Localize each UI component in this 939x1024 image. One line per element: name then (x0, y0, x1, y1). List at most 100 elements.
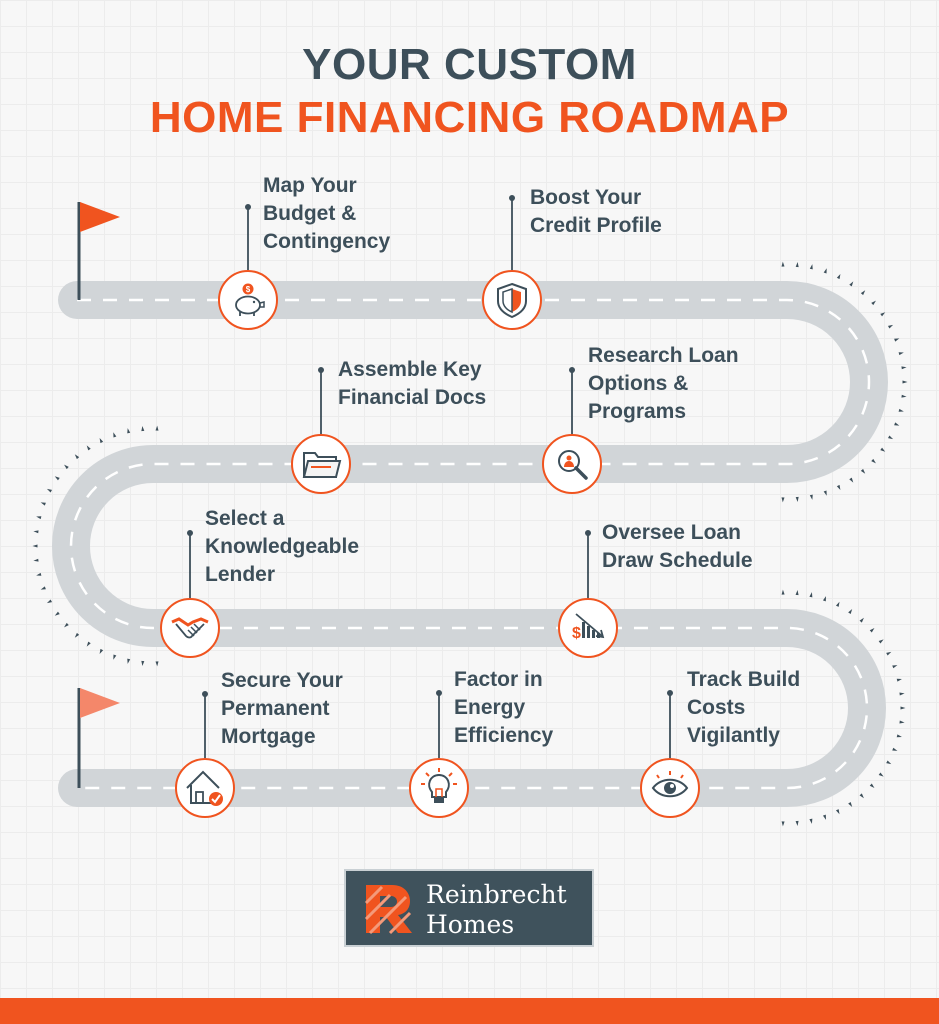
edge-tick (871, 300, 876, 306)
edge-tick (795, 262, 799, 268)
edge-tick (64, 622, 69, 628)
end-flag-fill (80, 688, 120, 718)
edge-tick (155, 661, 159, 667)
reinbrecht-homes-logo: Reinbrecht Homes (344, 869, 594, 947)
edge-tick (809, 818, 813, 824)
edge-tick (141, 660, 145, 666)
road-edge-ticks (32, 261, 908, 827)
edge-tick (871, 458, 876, 464)
road-center-dashes (69, 298, 871, 790)
edge-tick (899, 720, 905, 724)
step-node-3 (542, 434, 602, 494)
step-connector-dot (202, 691, 208, 697)
step-connector-dot (509, 195, 515, 201)
declining-chart-icon: $ (572, 613, 605, 642)
step-node-1: $ (218, 270, 278, 330)
lightbulb-icon (421, 768, 457, 803)
step-label-8: Factor in Energy Efficiency (454, 668, 554, 747)
step-connector-dot (436, 690, 442, 696)
step-label-4: Assemble Key Financial Docs (338, 358, 487, 409)
edge-tick (795, 820, 799, 826)
edge-tick (40, 502, 46, 506)
edge-tick (809, 494, 813, 500)
edge-tick (141, 426, 145, 432)
start-flag-icon (77, 202, 120, 300)
edge-tick (54, 611, 60, 616)
start-flag-fill (80, 202, 120, 232)
step-connector-dot (187, 530, 193, 536)
eye-icon (651, 771, 689, 798)
step-node-5 (160, 598, 220, 658)
edge-tick (64, 464, 69, 470)
edge-tick (795, 590, 799, 596)
step-node-7 (640, 758, 700, 818)
edge-tick (894, 338, 900, 342)
title-line-1: YOUR CUSTOM (302, 40, 637, 89)
edge-tick (99, 437, 104, 444)
edge-tick (860, 290, 866, 296)
edge-tick (86, 641, 91, 647)
edge-tick (835, 601, 840, 607)
edge-tick (86, 445, 91, 451)
step-node-8 (409, 758, 469, 818)
step-label-2: Boost Your Credit Profile (530, 186, 662, 237)
edge-tick (823, 490, 827, 496)
magnifier-money-icon (558, 450, 588, 480)
step-connector-dot (245, 204, 251, 210)
edge-tick (46, 488, 53, 493)
edge-tick (887, 435, 894, 440)
edge-tick (823, 268, 827, 274)
edge-tick (896, 734, 902, 738)
svg-text:$: $ (572, 625, 581, 642)
step-label-1: Map Your Budget & Contingency (263, 174, 391, 253)
step-node-2 (482, 270, 542, 330)
edge-tick (113, 432, 117, 438)
edge-tick (781, 589, 785, 595)
edge-tick (898, 352, 904, 356)
edge-tick (848, 801, 853, 807)
edge-tick (899, 692, 905, 696)
edge-tick (795, 496, 799, 502)
edge-tick (896, 678, 902, 682)
edge-tick (859, 793, 864, 799)
shield-icon (497, 282, 527, 319)
edge-tick (886, 760, 892, 765)
edge-tick (54, 476, 60, 481)
logo-line-2: Homes (426, 910, 515, 939)
edge-tick (880, 312, 886, 317)
edge-tick (894, 422, 900, 426)
edge-tick (849, 281, 854, 287)
edge-tick (869, 783, 875, 788)
edge-tick (36, 516, 42, 520)
step-connector-dot (569, 367, 575, 373)
edge-tick (869, 628, 875, 633)
logo-r-mark-icon (364, 885, 412, 935)
edge-tick (836, 484, 841, 491)
step-connector-dot (585, 530, 591, 536)
handshake-icon (171, 617, 209, 639)
edge-tick (848, 609, 853, 615)
step-connector-dot (667, 690, 673, 696)
edge-tick (127, 428, 131, 434)
edge-tick (113, 654, 117, 660)
piggy-bank-icon: $ (235, 283, 265, 316)
edge-tick (900, 706, 906, 710)
folder-icon (302, 452, 342, 478)
edge-tick (822, 814, 827, 820)
step-label-5: Select a Knowledgeable Lender (205, 507, 360, 586)
edge-tick (32, 544, 38, 548)
step-node-9 (175, 758, 235, 818)
step-node-4 (291, 434, 351, 494)
edge-tick (46, 599, 53, 604)
edge-tick (902, 380, 908, 384)
edge-tick (849, 477, 854, 483)
edge-tick (781, 261, 785, 267)
house-check-icon (186, 770, 223, 806)
edge-tick (860, 468, 866, 474)
edge-tick (859, 617, 864, 623)
edge-tick (781, 497, 785, 503)
step-connector-dot (318, 367, 324, 373)
edge-tick (836, 273, 841, 280)
edge-tick (901, 366, 907, 370)
